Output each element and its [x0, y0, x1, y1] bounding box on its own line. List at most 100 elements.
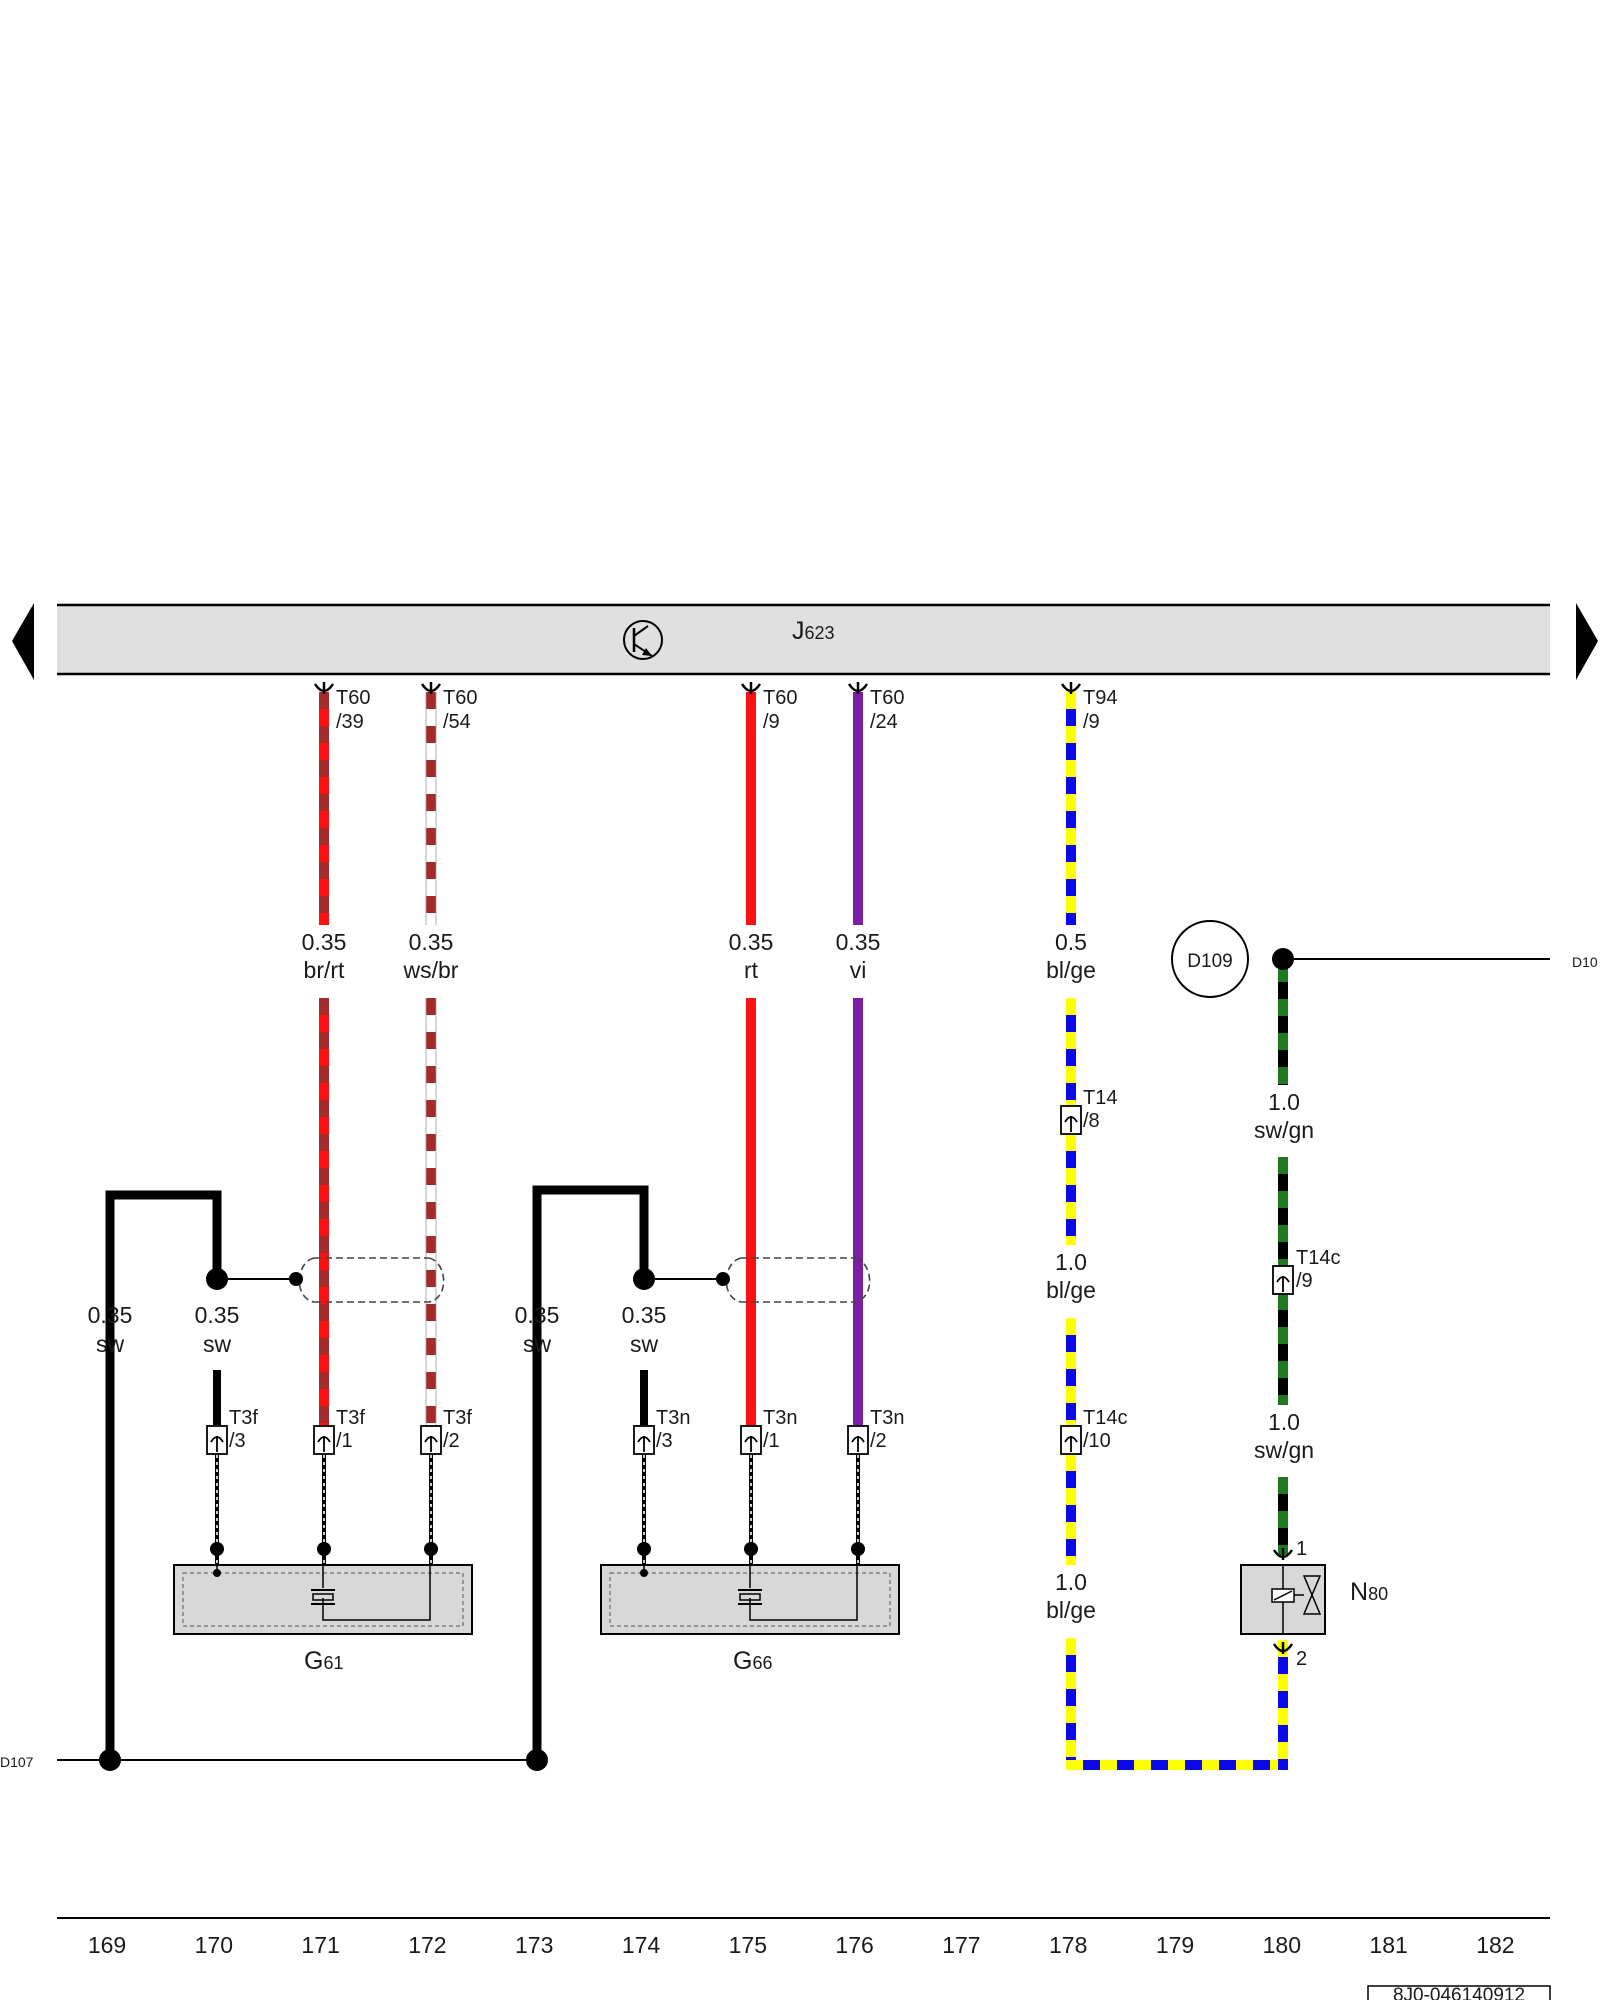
sensor-lead-g61-dot: [210, 1542, 224, 1556]
inline-connector-icon: [313, 1425, 335, 1455]
connector-pin: /39: [336, 711, 364, 733]
svg-text:G66: G66: [733, 1647, 772, 1675]
connector-pin: /9: [1296, 1270, 1313, 1292]
wire-color: bl/ge: [1046, 1277, 1096, 1303]
pin-connector-icon: [740, 682, 762, 694]
wire-color: sw/gn: [1254, 1437, 1314, 1463]
ruler-number-179: 179: [1156, 1932, 1194, 1958]
connector-pin: /8: [1083, 1110, 1100, 1132]
wire-color: sw/gn: [1254, 1117, 1314, 1143]
shield-point-g66: [716, 1272, 730, 1286]
d109-junction: [1272, 948, 1294, 970]
n80-pin-top: 1: [1296, 1538, 1307, 1560]
connector-label: T14c: [1083, 1407, 1127, 1429]
wire-color: bl/ge: [1046, 957, 1096, 983]
n80-number: 80: [1368, 1584, 1388, 1604]
piezo-crystal-icon: [311, 1589, 335, 1605]
ruler-number-176: 176: [835, 1932, 873, 1958]
previous-page-arrow-icon[interactable]: [12, 603, 34, 680]
pin-connector-icon: [1060, 682, 1082, 694]
sensor-g61: G61: [173, 1564, 473, 1675]
pin-connector-icon: [420, 682, 442, 694]
connector-pin: /9: [763, 711, 780, 733]
inline-connector-icon: [1060, 1105, 1082, 1135]
d109-connection-circle: [1171, 920, 1249, 998]
ruler-number-182: 182: [1476, 1932, 1514, 1958]
connector-label: T3f: [443, 1407, 472, 1429]
wire-color: sw: [96, 1331, 125, 1357]
ruler-number-175: 175: [729, 1932, 767, 1958]
connector-label: T60: [763, 687, 797, 709]
wire-color: vi: [850, 957, 867, 983]
control-unit-j623: J623: [57, 603, 1550, 676]
wire-color: sw: [523, 1331, 552, 1357]
connector-label: T94: [1083, 687, 1117, 709]
wire-color: bl/ge: [1046, 1597, 1096, 1623]
connector-label: T3n: [656, 1407, 690, 1429]
ruler-number-177: 177: [942, 1932, 980, 1958]
ruler-number-172: 172: [408, 1932, 446, 1958]
control-unit-prefix: J: [792, 617, 805, 645]
transistor-icon: [623, 620, 663, 660]
svg-text:N80: N80: [1350, 1578, 1388, 1606]
sensor-lead-g66-dot: [744, 1542, 758, 1556]
wire-size: 0.35: [302, 929, 347, 955]
ground-wire-169-170-upper: [105, 1190, 222, 1753]
connector-label: T3f: [336, 1407, 365, 1429]
inline-connector-icon: [740, 1425, 762, 1455]
d109-ref: D10: [1572, 954, 1598, 970]
svg-text:G61: G61: [304, 1647, 343, 1675]
ruler-number-171: 171: [301, 1932, 339, 1958]
wire-size: 1.0: [1268, 1409, 1300, 1435]
ruler-number-169: 169: [88, 1932, 126, 1958]
ground-junction-173: [526, 1749, 548, 1771]
wire-color: sw: [630, 1331, 659, 1357]
connector-pin: /9: [1083, 711, 1100, 733]
connector-pin: /54: [443, 711, 471, 733]
pin-connector-icon: [847, 682, 869, 694]
wire-color: sw: [203, 1331, 232, 1357]
sensor-g66: G66: [600, 1564, 900, 1675]
ground-wire-173-174-upper: [532, 1185, 649, 1753]
sensor-lead-g61-dot: [317, 1542, 331, 1556]
d109-label: D109: [1187, 951, 1232, 972]
connector-pin: /3: [656, 1430, 673, 1452]
connector-pin: /2: [870, 1430, 887, 1452]
wire-size: 0.35: [729, 929, 774, 955]
ruler-number-178: 178: [1049, 1932, 1087, 1958]
wire-color: br/rt: [304, 957, 346, 983]
inline-connector-icon: [847, 1425, 869, 1455]
connector-pin: /24: [870, 711, 898, 733]
connector-label: T60: [336, 687, 370, 709]
connector-pin: /1: [336, 1430, 353, 1452]
pin-connector-icon: [1272, 1548, 1294, 1560]
connector-label: T3n: [763, 1407, 797, 1429]
ruler-number-181: 181: [1369, 1932, 1407, 1958]
connector-pin: /3: [229, 1430, 246, 1452]
valve-n80: N80: [1240, 1564, 1388, 1635]
inline-connector-icon: [420, 1425, 442, 1455]
solenoid-valve-icon: [1271, 1565, 1322, 1634]
wire-size: 0.35: [515, 1302, 560, 1328]
connector-label: T60: [870, 687, 904, 709]
next-page-arrow-icon[interactable]: [1576, 603, 1598, 680]
n80-prefix: N: [1350, 1578, 1368, 1606]
wire-size: 0.5: [1055, 929, 1087, 955]
ground-junction-169: [99, 1749, 121, 1771]
sensor-lead-g66-dot: [637, 1542, 651, 1556]
wire-size: 0.35: [409, 929, 454, 955]
doc-ref: 8J0-046140912: [1393, 1985, 1525, 2000]
wire-size: 0.35: [622, 1302, 667, 1328]
connector-label: T14c: [1296, 1247, 1340, 1269]
wire-size: 0.35: [836, 929, 881, 955]
ruler-number-170: 170: [195, 1932, 233, 1958]
shield-point-g61: [289, 1272, 303, 1286]
connector-pin: /1: [763, 1430, 780, 1452]
ruler-number-173: 173: [515, 1932, 553, 1958]
labels: T60 /39 T60 /54 T60 /9 T60 /24 T94 /9 T1…: [88, 687, 1341, 1670]
g66-prefix: G: [733, 1647, 752, 1675]
wire-color: ws/br: [403, 957, 459, 983]
connector-label: T3n: [870, 1407, 904, 1429]
